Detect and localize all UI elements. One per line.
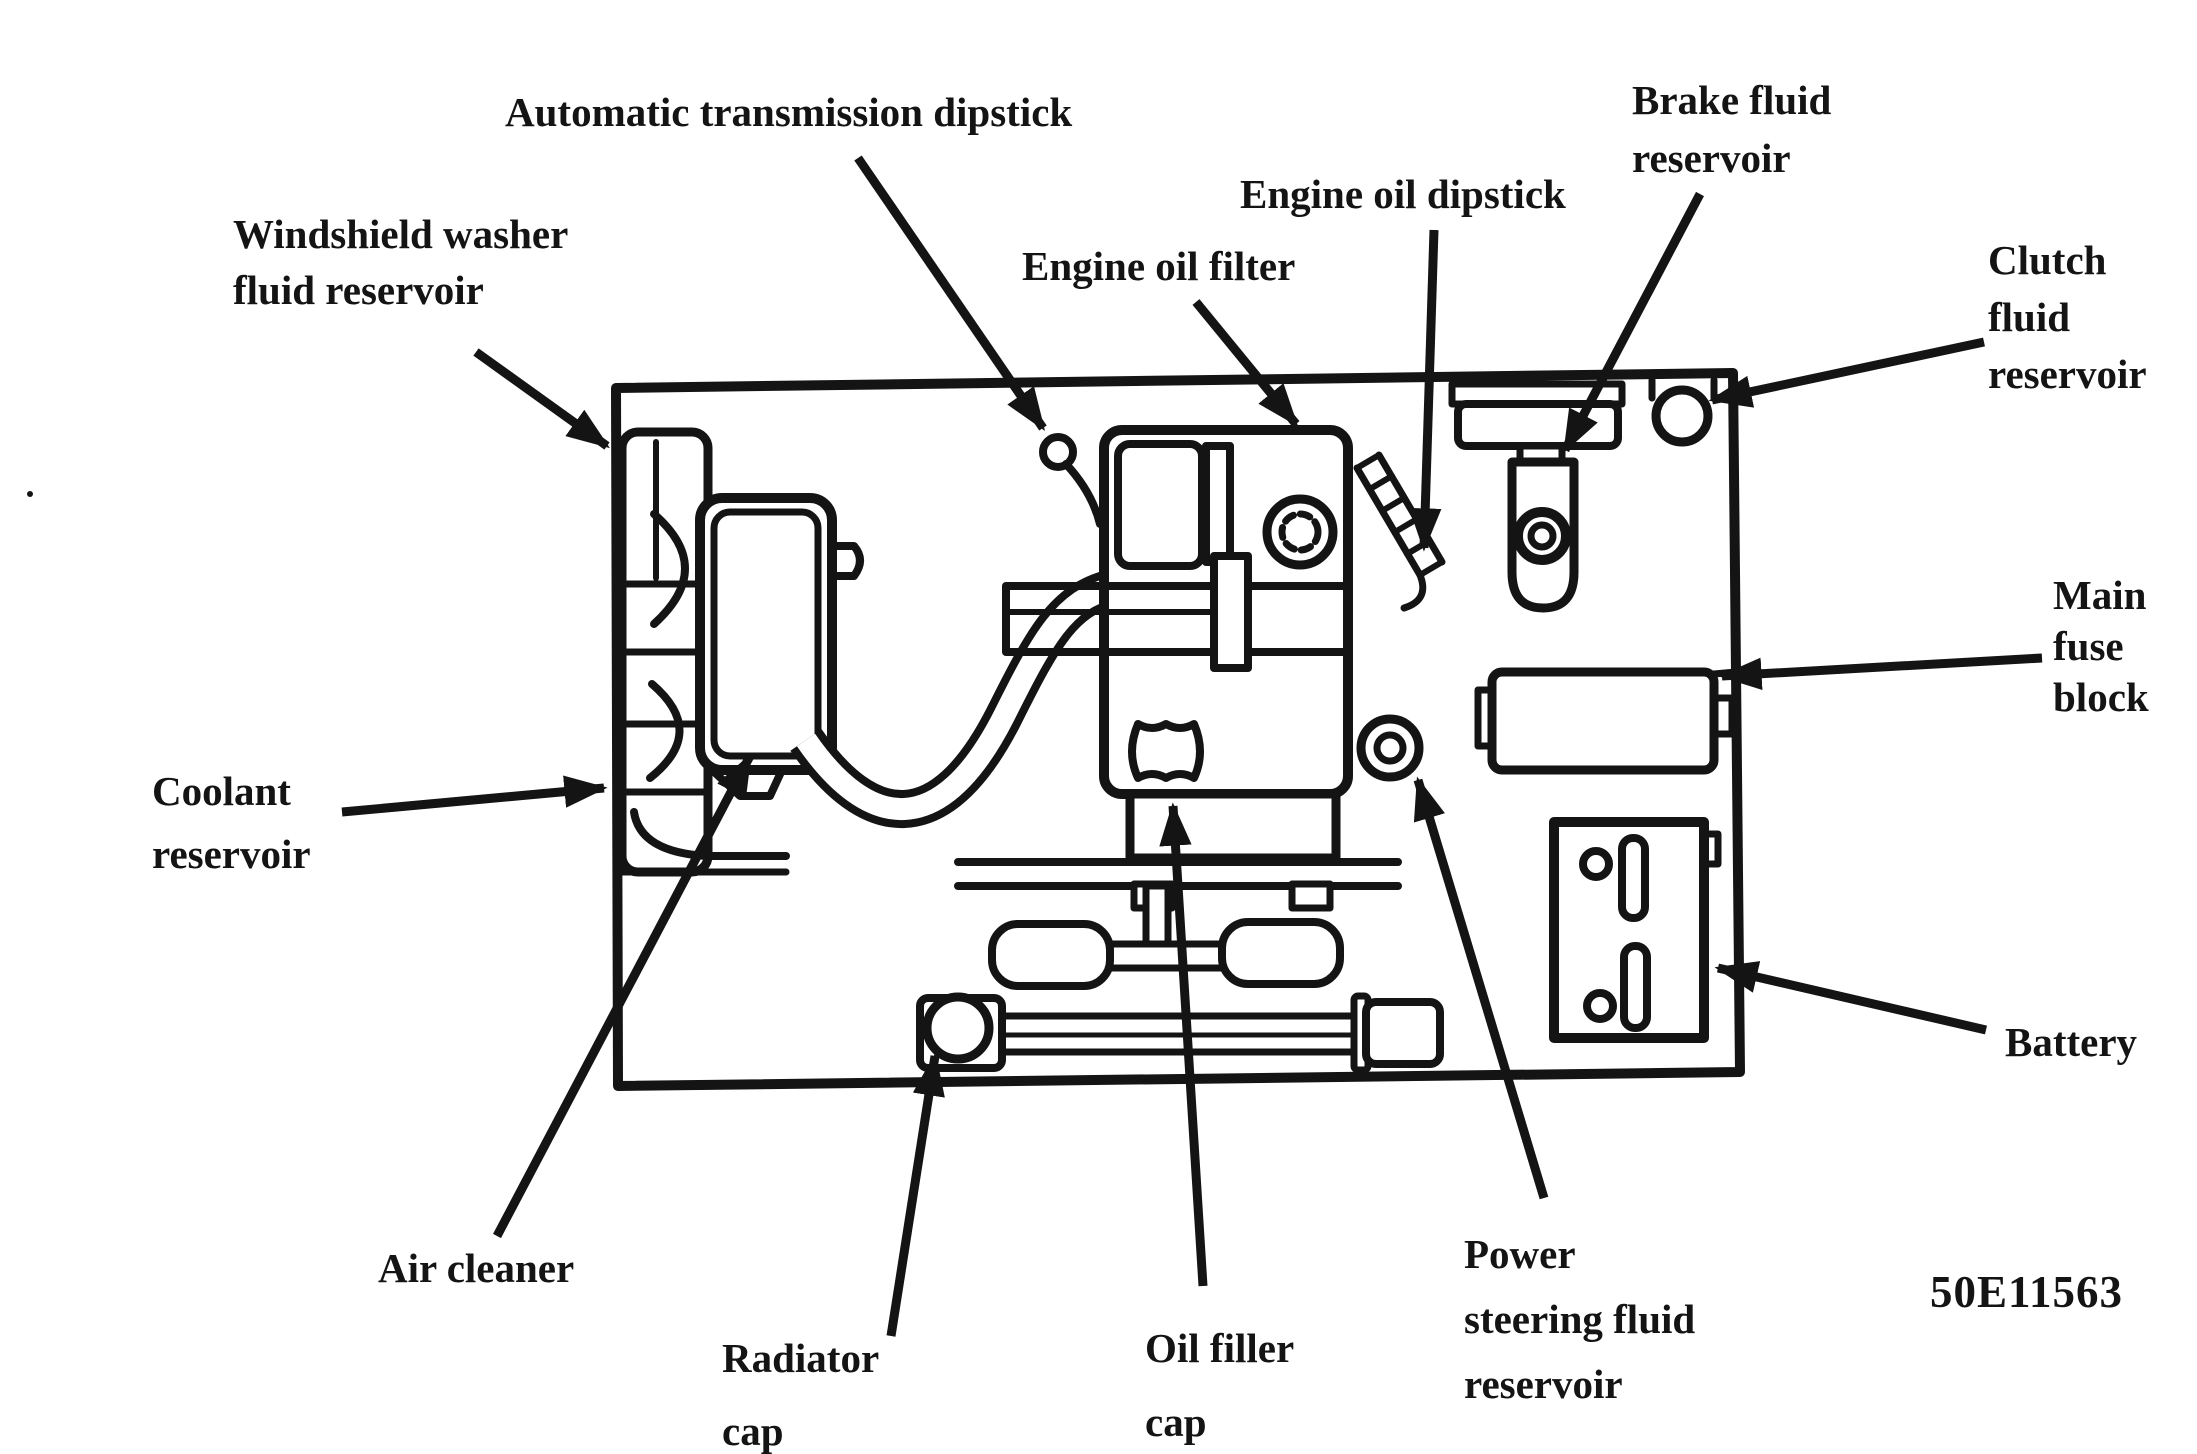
figure-code: 50E11563 — [1930, 1262, 2123, 1324]
engine-oil-filter-shape — [1262, 494, 1338, 570]
arrow-power-steering — [1413, 776, 1549, 1200]
figure-code-text: 50E11563 — [1930, 1267, 2124, 1317]
radiator-cap-shape — [916, 992, 1444, 1074]
label-power-steering-fluid-reservoir: Power steering fluid reservoir — [1464, 1222, 1695, 1418]
transmission-dipstick-shape — [1039, 433, 1104, 528]
arrow-automatic-transmission-dipstick — [854, 155, 1047, 431]
battery-shape — [1549, 817, 1722, 1043]
label-line: steering fluid — [1464, 1296, 1696, 1343]
label-line: block — [2053, 673, 2149, 720]
label-line: fuse — [2053, 622, 2124, 669]
arrow-windshield-washer — [473, 348, 610, 450]
oil-filler-cap-shape — [1128, 720, 1204, 782]
clutch-fluid-reservoir-shape — [1648, 376, 1718, 447]
arrow-oil-filler-cap — [1159, 802, 1208, 1287]
label-air-cleaner: Air cleaner — [378, 1240, 574, 1296]
arrow-engine-oil-dipstick — [1409, 229, 1442, 552]
label-line: Battery — [2005, 1019, 2138, 1065]
label-line: cap — [1145, 1398, 1207, 1445]
label-brake-fluid-reservoir: Brake fluid reservoir — [1632, 72, 1831, 188]
main-fuse-block-shape — [1474, 667, 1740, 775]
engine-bay-outline — [611, 368, 1745, 1091]
scan-speckle — [27, 491, 33, 497]
brake-fluid-reservoir-shape — [1448, 380, 1626, 613]
label-line: reservoir — [1464, 1361, 1623, 1408]
arrow-brake-fluid-reservoir — [1561, 191, 1704, 454]
arrow-air-cleaner — [493, 752, 754, 1239]
arrow-battery — [1714, 961, 1988, 1035]
arrow-radiator-cap — [886, 1052, 945, 1337]
coolant-reservoir-shape — [616, 510, 790, 876]
label-line: Clutch — [1988, 237, 2107, 283]
label-clutch-fluid-reservoir: Clutch fluid reservoir — [1988, 232, 2147, 403]
subframe-shape — [954, 858, 1402, 990]
callout-arrows — [341, 155, 2043, 1337]
label-main-fuse-block: Main fuse block — [2053, 570, 2149, 722]
label-line: Windshield washer — [233, 211, 569, 257]
label-radiator-cap: Radiator cap — [722, 1322, 879, 1454]
intake-hose-shape — [790, 569, 1118, 828]
label-line: Brake fluid — [1632, 77, 1832, 123]
arrow-coolant-reservoir — [341, 775, 608, 817]
label-engine-oil-filter: Engine oil filter — [1022, 238, 1295, 294]
arrow-engine-oil-filter — [1192, 299, 1300, 427]
label-line: fluid — [1988, 293, 2071, 340]
label-line: reservoir — [152, 831, 311, 878]
label-line: fluid reservoir — [233, 267, 484, 314]
label-line: reservoir — [1632, 134, 1791, 181]
label-line: cap — [722, 1407, 784, 1454]
power-steering-pump-shape — [1356, 714, 1424, 782]
label-line: reservoir — [1988, 350, 2147, 397]
engine-mount-crossmember-shape — [1002, 552, 1352, 672]
label-coolant-reservoir: Coolant reservoir — [152, 760, 311, 886]
label-line: Engine oil filter — [1022, 243, 1296, 289]
label-line: Main — [2053, 572, 2147, 618]
label-oil-filler-cap: Oil filler cap — [1145, 1312, 1294, 1454]
arrow-clutch-fluid-reservoir — [1708, 337, 1985, 408]
label-battery: Battery — [2005, 1014, 2137, 1070]
label-line: Air cleaner — [378, 1245, 575, 1291]
label-windshield-washer-fluid-reservoir: Windshield washer fluid reservoir — [233, 206, 568, 318]
label-line: Radiator — [722, 1335, 880, 1381]
label-line: Coolant — [152, 768, 291, 814]
label-line: Power — [1464, 1231, 1576, 1277]
label-engine-oil-dipstick: Engine oil dipstick — [1240, 166, 1566, 222]
arrow-main-fuse-block — [1718, 653, 2043, 690]
label-automatic-transmission-dipstick: Automatic transmission dipstick — [505, 84, 1072, 140]
label-line: Oil filler — [1145, 1325, 1295, 1371]
label-line: Engine oil dipstick — [1240, 171, 1566, 217]
label-line: Automatic transmission dipstick — [505, 89, 1073, 135]
